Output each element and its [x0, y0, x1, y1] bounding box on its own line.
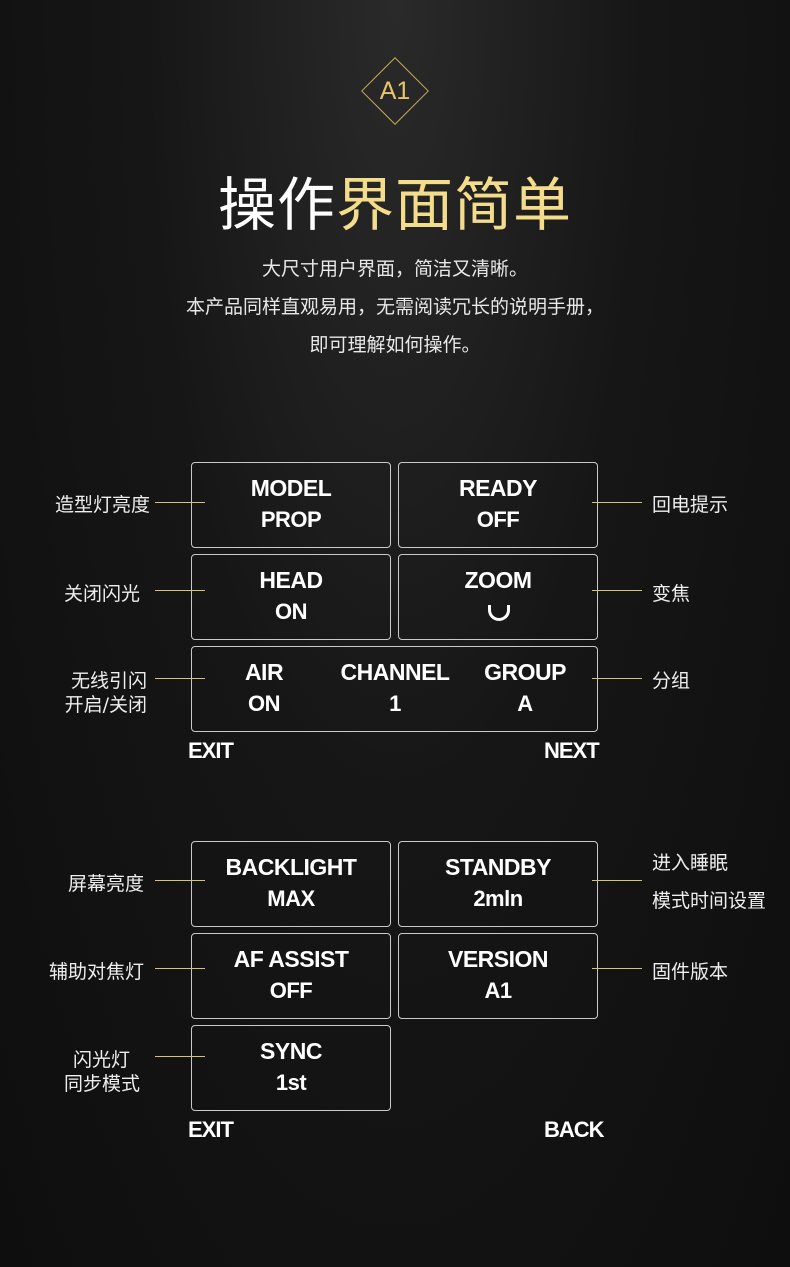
head-box[interactable]: HEAD ON — [191, 554, 391, 640]
zoom-curve-icon — [488, 605, 510, 621]
air-label: AIR — [244, 659, 284, 685]
standby-box[interactable]: STANDBY 2mln — [398, 841, 598, 927]
callout-model: 造型灯亮度 — [54, 494, 150, 516]
air-channel-group-box[interactable]: AIR ON CHANNEL 1 GROUP A — [191, 646, 598, 732]
desc-line-2: 本产品同样直观易用，无需阅读冗长的说明手册， — [185, 296, 604, 318]
standby-label: STANDBY — [445, 854, 551, 880]
air-cell[interactable]: AIR ON — [204, 647, 324, 733]
callout-line — [592, 968, 642, 969]
ready-box[interactable]: READY OFF — [398, 462, 598, 548]
callout-sync-2: 同步模式 — [63, 1073, 140, 1095]
group-value: A — [517, 691, 533, 716]
sync-value: 1st — [275, 1070, 307, 1095]
callout-line — [155, 502, 205, 503]
head-label: HEAD — [259, 567, 323, 593]
ready-label: READY — [458, 475, 538, 501]
callout-line — [592, 880, 642, 881]
callout-backlight: 屏幕亮度 — [67, 873, 144, 895]
zoom-label: ZOOM — [464, 567, 533, 593]
channel-label: CHANNEL — [340, 659, 450, 685]
group-cell[interactable]: GROUP A — [465, 647, 585, 733]
callout-sync-1: 闪光灯 — [72, 1049, 130, 1071]
model-box[interactable]: MODEL PROP — [191, 462, 391, 548]
group-label: GROUP — [484, 659, 566, 685]
channel-value: 1 — [389, 691, 401, 716]
callout-version: 固件版本 — [652, 961, 729, 983]
badge-label: A1 — [379, 77, 411, 105]
air-value: ON — [248, 691, 281, 716]
callout-line — [155, 1056, 205, 1057]
callout-afassist: 辅助对焦灯 — [48, 961, 144, 983]
version-label: VERSION — [447, 946, 549, 972]
description: 大尺寸用户界面，简洁又清晰。 本产品同样直观易用，无需阅读冗长的说明手册， 即可… — [0, 250, 790, 364]
standby-value: 2mln — [473, 886, 523, 911]
backlight-value: MAX — [267, 886, 315, 911]
afassist-label: AF ASSIST — [233, 946, 349, 972]
back-button[interactable]: BACK — [544, 1117, 605, 1142]
callout-line — [155, 678, 205, 679]
callout-line — [592, 590, 642, 591]
callout-head: 关闭闪光 — [63, 583, 140, 605]
desc-line-1: 大尺寸用户界面，简洁又清晰。 — [261, 258, 528, 280]
callout-line — [155, 968, 205, 969]
version-value: A1 — [484, 978, 512, 1003]
a1-badge: A1 — [358, 54, 432, 128]
callout-standby-2: 模式时间设置 — [652, 890, 767, 912]
callout-group: 分组 — [652, 670, 691, 692]
exit-button-1[interactable]: EXIT — [188, 738, 234, 763]
callout-line — [155, 880, 205, 881]
channel-cell[interactable]: CHANNEL 1 — [335, 647, 455, 733]
ready-value: OFF — [476, 507, 520, 532]
callout-line — [155, 590, 205, 591]
callout-line — [592, 502, 642, 503]
head-value: ON — [275, 599, 308, 624]
backlight-box[interactable]: BACKLIGHT MAX — [191, 841, 391, 927]
callout-air-2: 开启/关闭 — [64, 694, 147, 716]
afassist-box[interactable]: AF ASSIST OFF — [191, 933, 391, 1019]
zoom-box[interactable]: ZOOM — [398, 554, 598, 640]
next-button[interactable]: NEXT — [544, 738, 600, 763]
callout-ready: 回电提示 — [652, 494, 729, 516]
page-title: 操作界面简单 — [0, 158, 790, 242]
model-value: PROP — [260, 507, 322, 532]
sync-label: SYNC — [260, 1038, 322, 1064]
callout-air-1: 无线引闪 — [70, 670, 147, 692]
model-label: MODEL — [250, 475, 332, 501]
callout-standby-1: 进入睡眠 — [652, 852, 729, 874]
exit-button-2[interactable]: EXIT — [188, 1117, 234, 1142]
callout-zoom: 变焦 — [652, 583, 691, 605]
version-box[interactable]: VERSION A1 — [398, 933, 598, 1019]
desc-line-3: 即可理解如何操作。 — [309, 334, 481, 356]
sync-box[interactable]: SYNC 1st — [191, 1025, 391, 1111]
title-gold-part: 界面简单 — [336, 171, 573, 239]
backlight-label: BACKLIGHT — [225, 854, 357, 880]
title-white-part: 操作 — [217, 171, 336, 239]
callout-line — [592, 678, 642, 679]
afassist-value: OFF — [269, 978, 313, 1003]
